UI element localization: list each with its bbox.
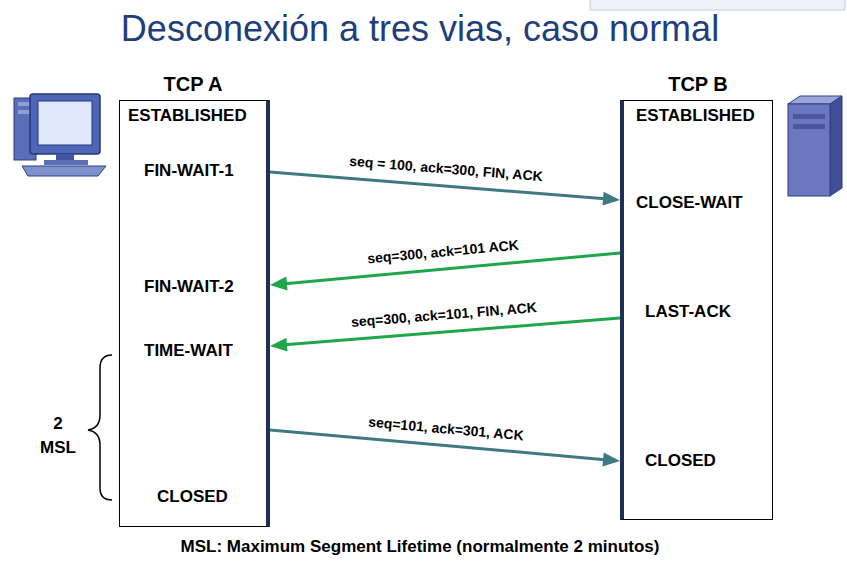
timeline-box: TCP AESTABLISHEDFIN-WAIT-1FIN-WAIT-2TIME…: [119, 100, 270, 527]
state-name: FIN-WAIT-1: [144, 161, 234, 181]
state-name: ESTABLISHED: [636, 106, 755, 126]
arrow-head: [602, 192, 620, 206]
arrow-head: [270, 276, 288, 290]
state-name: CLOSED: [157, 487, 228, 507]
state-name: FIN-WAIT-2: [144, 277, 234, 297]
host-heading: TCP A: [120, 72, 266, 96]
arrow-head: [270, 338, 288, 352]
state-name: ESTABLISHED: [128, 106, 247, 126]
arrow-head: [602, 453, 620, 467]
title: Desconexión a tres vias, caso normal: [0, 8, 840, 50]
bracket: [88, 355, 112, 500]
timeline-box: TCP BESTABLISHEDCLOSE-WAITLAST-ACKCLOSED: [620, 100, 773, 520]
state-name: LAST-ACK: [645, 302, 731, 322]
state-name: TIME-WAIT: [144, 341, 233, 361]
computer-icon: [14, 94, 106, 176]
duration-label: 2 MSL: [36, 412, 80, 460]
host-heading: TCP B: [624, 72, 772, 96]
server-icon: [788, 96, 842, 196]
caption: MSL: Maximum Segment Lifetime (normalmen…: [0, 537, 840, 557]
state-name: CLOSE-WAIT: [636, 193, 743, 213]
state-name: CLOSED: [645, 451, 716, 471]
